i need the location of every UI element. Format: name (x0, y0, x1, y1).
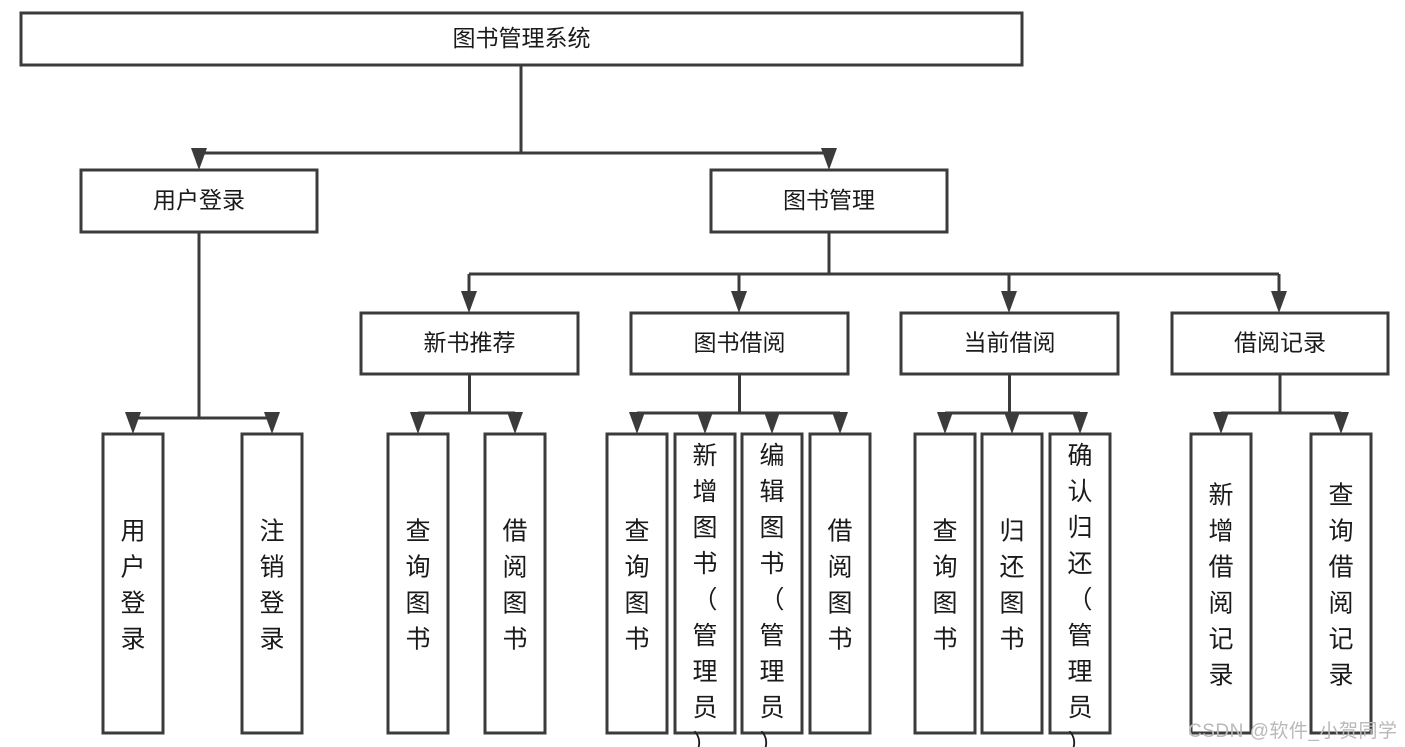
node-leaf-borrow-book-1-box[interactable] (483, 432, 547, 735)
node-borrow-record-label: 借阅记录 (1234, 330, 1326, 356)
node-leaf-borrow-book-2[interactable]: 借阅图书 (808, 432, 872, 735)
node-book-management-box[interactable] (709, 168, 949, 234)
node-book-borrow-box[interactable] (629, 311, 850, 376)
edge-group-current-borrow (937, 374, 1088, 434)
node-book-management-label: 图书管理 (783, 187, 875, 213)
node-leaf-user-login-label: 用户登录 (120, 518, 145, 654)
edge-group-user-login (125, 232, 280, 434)
edges-layer (125, 65, 1349, 434)
node-leaf-add-book-box[interactable] (673, 432, 737, 735)
node-leaf-query-record-box[interactable] (1309, 432, 1373, 735)
node-book-management[interactable]: 图书管理 (709, 168, 949, 234)
node-leaf-user-login[interactable]: 用户登录 (101, 432, 165, 735)
node-leaf-logout-label: 注销登录 (259, 518, 284, 654)
node-user-login-box[interactable] (79, 168, 319, 234)
node-leaf-borrow-book-2-label: 借阅图书 (827, 518, 852, 654)
node-leaf-add-record-label: 新增借阅记录 (1208, 482, 1233, 690)
node-leaf-edit-book-label: 编辑图书（管理员） (759, 442, 784, 747)
node-leaf-borrow-book-1[interactable]: 借阅图书 (483, 432, 547, 735)
node-leaf-query-record[interactable]: 查询借阅记录 (1309, 432, 1373, 735)
node-leaf-query-book-1-box[interactable] (386, 432, 450, 735)
node-leaf-query-record-label: 查询借阅记录 (1328, 482, 1353, 690)
node-root-system-title-label: 图书管理系统 (453, 25, 591, 51)
node-book-borrow-label: 图书借阅 (694, 330, 786, 356)
node-leaf-query-book-2[interactable]: 查询图书 (605, 432, 669, 735)
node-leaf-confirm-return-label: 确认归还（管理员） (1067, 442, 1092, 747)
node-leaf-query-book-3-box[interactable] (913, 432, 977, 735)
edge-group-borrow-record (1213, 374, 1349, 434)
node-leaf-logout-box[interactable] (240, 432, 304, 735)
node-leaf-query-book-3-label: 查询图书 (932, 518, 957, 654)
edge-group-root (191, 65, 837, 170)
node-leaf-return-book-box[interactable] (980, 432, 1044, 735)
node-leaf-logout[interactable]: 注销登录 (240, 432, 304, 735)
node-leaf-return-book[interactable]: 归还图书 (980, 432, 1044, 735)
node-current-borrow-label: 当前借阅 (964, 330, 1056, 356)
node-leaf-return-book-label: 归还图书 (999, 518, 1024, 654)
node-borrow-record[interactable]: 借阅记录 (1170, 311, 1390, 376)
node-leaf-confirm-return[interactable]: 确认归还（管理员） (1048, 432, 1112, 747)
node-leaf-borrow-book-1-label: 借阅图书 (502, 518, 527, 654)
node-book-borrow[interactable]: 图书借阅 (629, 311, 850, 376)
node-leaf-borrow-book-2-box[interactable] (808, 432, 872, 735)
node-borrow-record-box[interactable] (1170, 311, 1390, 376)
edge-group-new-book-recommend (410, 374, 523, 434)
node-leaf-confirm-return-box[interactable] (1048, 432, 1112, 735)
node-leaf-query-book-3[interactable]: 查询图书 (913, 432, 977, 735)
node-current-borrow-box[interactable] (899, 311, 1120, 376)
node-leaf-add-record-box[interactable] (1189, 432, 1253, 735)
node-leaf-edit-book[interactable]: 编辑图书（管理员） (740, 432, 804, 747)
edge-group-book-borrow (629, 374, 848, 434)
edge-group-book-management (461, 232, 1287, 313)
node-new-book-recommend-box[interactable] (359, 311, 580, 376)
node-root-system-title[interactable]: 图书管理系统 (19, 11, 1024, 67)
node-current-borrow[interactable]: 当前借阅 (899, 311, 1120, 376)
node-leaf-add-book-label: 新增图书（管理员） (692, 442, 717, 747)
node-user-login[interactable]: 用户登录 (79, 168, 319, 234)
node-leaf-query-book-1[interactable]: 查询图书 (386, 432, 450, 735)
node-user-login-label: 用户登录 (153, 187, 245, 213)
nodes-layer: 图书管理系统用户登录图书管理新书推荐图书借阅当前借阅借阅记录用户登录注销登录查询… (19, 11, 1390, 747)
node-leaf-add-book[interactable]: 新增图书（管理员） (673, 432, 737, 747)
node-leaf-add-record[interactable]: 新增借阅记录 (1189, 432, 1253, 735)
node-new-book-recommend-label: 新书推荐 (424, 330, 516, 356)
node-leaf-query-book-2-label: 查询图书 (624, 518, 649, 654)
node-root-system-title-box[interactable] (19, 11, 1024, 67)
node-leaf-user-login-box[interactable] (101, 432, 165, 735)
node-new-book-recommend[interactable]: 新书推荐 (359, 311, 580, 376)
node-leaf-query-book-1-label: 查询图书 (405, 518, 430, 654)
node-leaf-query-book-2-box[interactable] (605, 432, 669, 735)
node-leaf-edit-book-box[interactable] (740, 432, 804, 735)
